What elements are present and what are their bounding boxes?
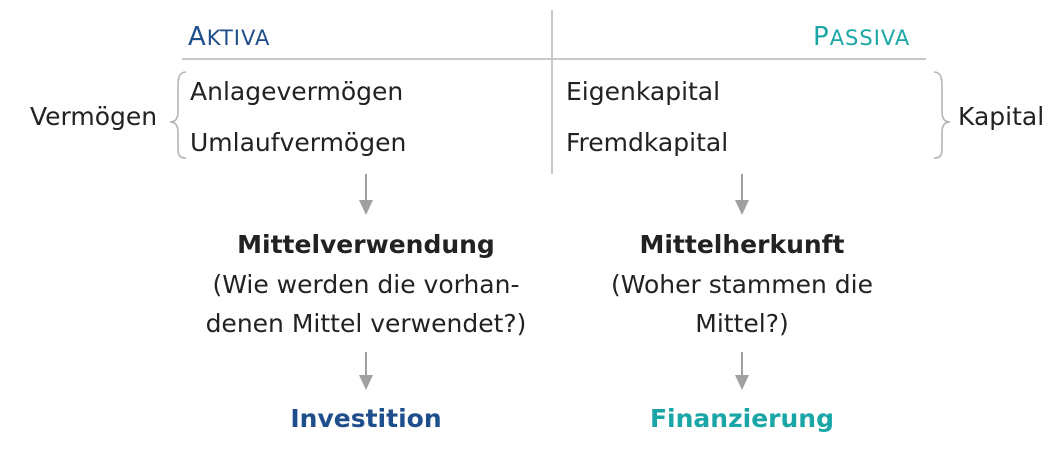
- mittelverwendung-question-line2: denen Mittel verwendet?): [205, 309, 527, 338]
- passiva-header-rule: [553, 58, 926, 60]
- arrow-aktiva-to-mittelverwendung: [359, 174, 373, 215]
- investition-result: Investition: [290, 404, 442, 433]
- finanzierung-result: Finanzierung: [649, 404, 834, 433]
- arrow-passiva-to-mittelherkunft: [735, 174, 749, 215]
- kapital-label: Kapital: [958, 102, 1045, 131]
- t-account-divider: [551, 10, 553, 174]
- arrow-mittelverwendung-to-investition: [359, 352, 373, 390]
- mittelverwendung-title: Mittelverwendung: [237, 230, 495, 259]
- left-curly-brace: [169, 71, 187, 159]
- umlaufvermoegen-item: Umlaufvermögen: [190, 128, 407, 157]
- mittelherkunft-title: Mittelherkunft: [639, 230, 845, 259]
- vermoegen-label: Vermögen: [30, 102, 158, 131]
- mittelherkunft-question-line1: (Woher stammen die: [611, 270, 873, 299]
- right-curly-brace: [933, 71, 951, 159]
- fremdkapital-item: Fremdkapital: [566, 128, 729, 157]
- eigenkapital-item: Eigenkapital: [566, 77, 721, 106]
- mittelverwendung-question-line1: (Wie werden die vorhan-: [212, 270, 520, 299]
- arrow-mittelherkunft-to-finanzierung: [735, 352, 749, 390]
- passiva-heading: PASSIVA: [813, 22, 911, 52]
- aktiva-header-rule: [182, 58, 551, 60]
- anlagevermoegen-item: Anlagevermögen: [190, 77, 404, 106]
- mittelherkunft-question-line2: Mittel?): [695, 309, 789, 338]
- aktiva-heading: AKTIVA: [188, 22, 271, 52]
